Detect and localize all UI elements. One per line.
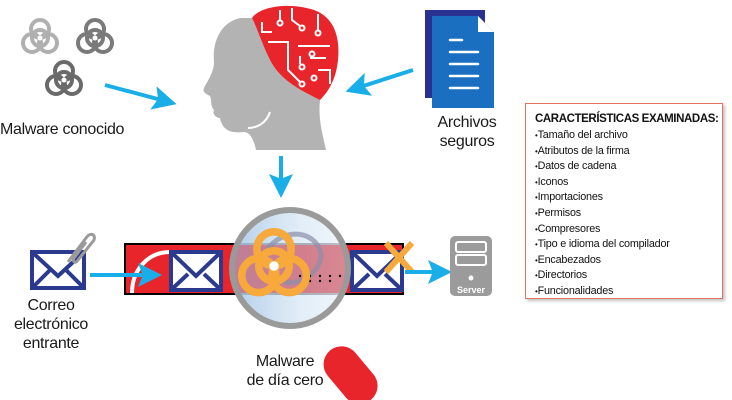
known-malware-label: Malware conocido [0, 121, 125, 138]
feature-item: Permisos [535, 206, 722, 222]
feature-item: Importaciones [535, 190, 722, 206]
incoming-mail-line: electrónico [13, 316, 89, 333]
zero-day-line: Malware [255, 353, 315, 370]
feature-item: Encabezados [535, 253, 722, 269]
features-list: Tamaño del archivo Atributos de la firma… [535, 128, 722, 300]
feature-item: Atributos de la firma [535, 144, 722, 160]
arrow-icon [345, 68, 414, 96]
incoming-mail-line: entrante [22, 335, 80, 352]
envelope-icon [169, 250, 223, 292]
biohazard-icon [21, 18, 59, 54]
incoming-mail-line: Correo [27, 297, 75, 314]
incoming-mail-label: Correo electrónico entrante [6, 296, 96, 353]
document-icon [425, 10, 494, 108]
safe-files-line: Archivos [437, 114, 497, 131]
feature-item: Datos de cadena [535, 159, 722, 175]
ai-head-icon [203, 5, 339, 150]
zero-day-line: de día cero [246, 372, 324, 389]
feature-item: Compresores [535, 222, 722, 238]
feature-item: Funcionalidades [535, 284, 722, 300]
feature-item: Iconos [535, 175, 722, 191]
envelope-icon [350, 250, 404, 292]
safe-files-line: seguros [439, 133, 495, 150]
features-title: CARACTERÍSTICAS EXAMINADAS: [535, 113, 719, 125]
arrow-icon [104, 83, 177, 110]
biohazard-icon [76, 18, 114, 54]
feature-item: Tamaño del archivo [535, 128, 722, 144]
biohazard-icon [45, 60, 83, 96]
features-box: CARACTERÍSTICAS EXAMINADAS: Tamaño del a… [525, 103, 723, 299]
feature-item: Directorios [535, 268, 722, 284]
feature-item: Tipo e idioma del compilador [535, 237, 722, 253]
server-label: Server [457, 285, 486, 295]
paperclip-icon [66, 232, 96, 264]
magnifier-icon [229, 207, 378, 400]
server-icon: Server [450, 236, 492, 296]
x-mark-icon [383, 240, 415, 275]
safe-files-label: Archivos seguros [422, 113, 512, 151]
zero-day-label: Malware de día cero [220, 352, 350, 390]
